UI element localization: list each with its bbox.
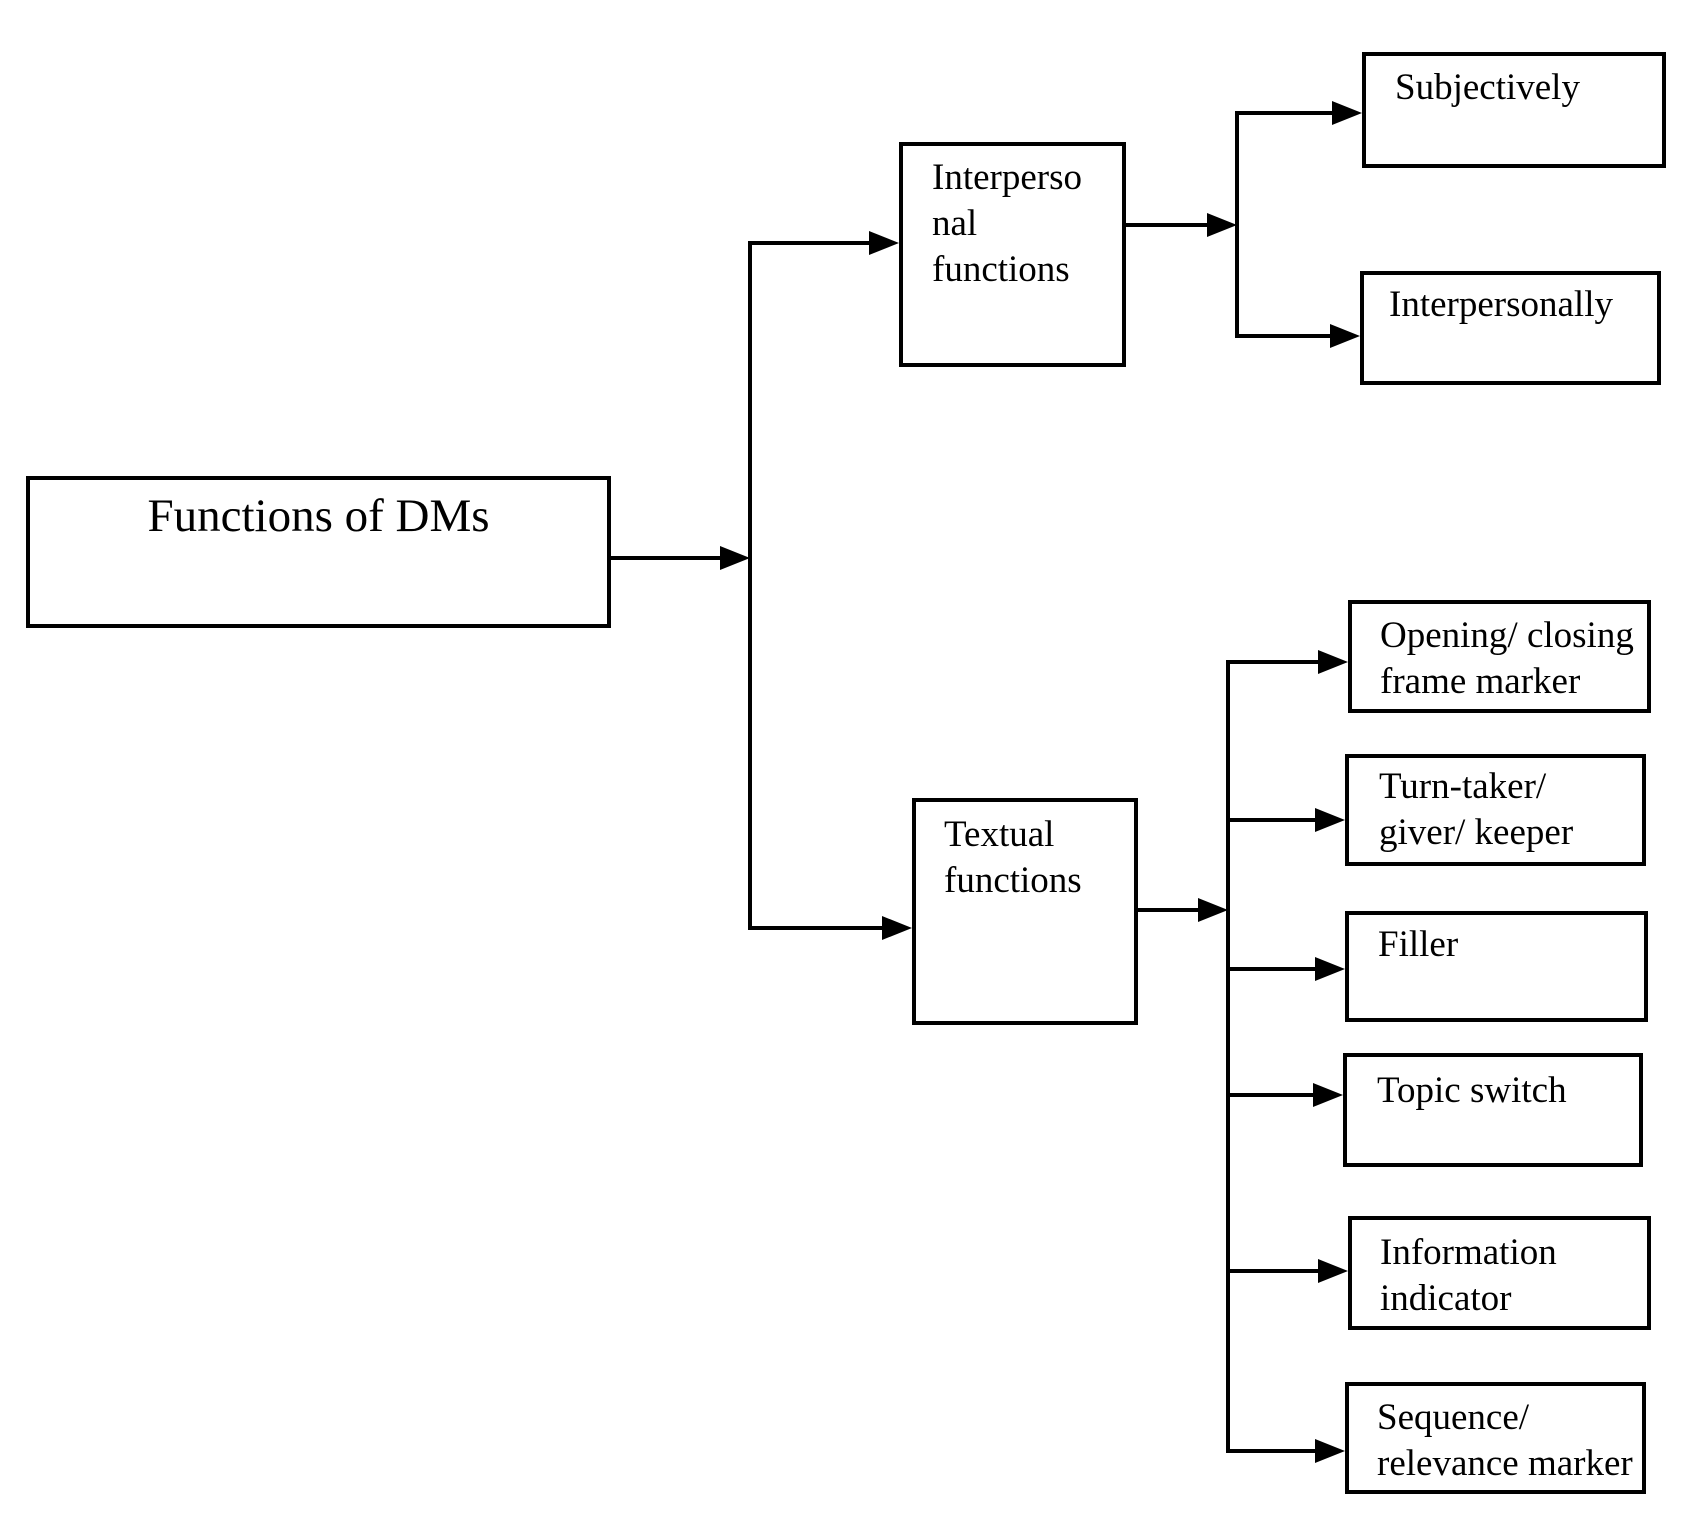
node-functions-of-dms-label: Functions of DMs	[147, 490, 490, 542]
connector-textual-to-trunk3-line	[1138, 908, 1198, 912]
connector-interpersonal-to-trunk2-arrowhead	[1207, 213, 1237, 237]
connector-trunk3-to-filler-line	[1226, 967, 1315, 971]
node-filler: Filler	[1345, 911, 1648, 1022]
connector-trunk3-to-turn-taker-line	[1226, 818, 1315, 822]
connector-trunk1-to-interpersonal-arrowhead	[869, 231, 899, 255]
connector-trunk3-to-filler-arrowhead	[1315, 957, 1345, 981]
connector-trunk1-to-textual-line	[748, 926, 882, 930]
node-sequence-relevance-marker: Sequence/ relevance marker	[1345, 1382, 1646, 1494]
connector-trunk3-to-opening-closing-line	[1226, 660, 1318, 664]
connector-trunk3-to-sequence-arrowhead	[1315, 1439, 1345, 1463]
connector-trunk3-to-information-arrowhead	[1318, 1259, 1348, 1283]
connector-trunk1-to-textual-arrowhead	[882, 916, 912, 940]
connector-trunk3-to-topic-switch-line	[1226, 1093, 1313, 1097]
connector-textual-to-trunk3-arrowhead	[1198, 898, 1228, 922]
node-interpersonal-functions: Interperso nal functions	[899, 142, 1126, 367]
node-topic-switch: Topic switch	[1343, 1053, 1643, 1167]
node-textual-functions: Textual functions	[912, 798, 1138, 1025]
node-functions-of-dms: Functions of DMs	[26, 476, 611, 628]
trunk2-vertical-line	[1235, 111, 1239, 338]
connector-trunk3-to-sequence-line	[1226, 1449, 1315, 1453]
trunk1-vertical-line	[748, 241, 752, 930]
node-subjectively: Subjectively	[1362, 52, 1666, 168]
node-topic-switch-label: Topic switch	[1377, 1070, 1567, 1111]
node-opening-closing-frame-marker-label: Opening/ closing frame marker	[1380, 615, 1634, 702]
node-interpersonally-label: Interpersonally	[1389, 284, 1613, 325]
connector-trunk2-to-subjectively-arrowhead	[1332, 101, 1362, 125]
node-filler-label: Filler	[1378, 924, 1459, 965]
node-interpersonal-functions-label: Interperso nal functions	[932, 157, 1082, 290]
connector-trunk2-to-interpersonally-line	[1235, 334, 1330, 338]
node-sequence-relevance-marker-label: Sequence/ relevance marker	[1377, 1397, 1633, 1484]
connector-trunk3-to-information-line	[1226, 1269, 1318, 1273]
connector-trunk3-to-turn-taker-arrowhead	[1315, 808, 1345, 832]
node-information-indicator-label: Information indicator	[1380, 1232, 1557, 1319]
node-turn-taker-giver-keeper: Turn-taker/ giver/ keeper	[1345, 754, 1646, 866]
connector-trunk2-to-interpersonally-arrowhead	[1330, 324, 1360, 348]
node-subjectively-label: Subjectively	[1395, 67, 1580, 108]
connector-trunk1-to-interpersonal-line	[748, 241, 869, 245]
connector-trunk3-to-topic-switch-arrowhead	[1313, 1083, 1343, 1107]
connector-root-to-trunk1-arrowhead	[720, 546, 750, 570]
node-opening-closing-frame-marker: Opening/ closing frame marker	[1348, 600, 1651, 713]
trunk3-vertical-line	[1226, 660, 1230, 1453]
node-interpersonally: Interpersonally	[1360, 271, 1661, 385]
connector-interpersonal-to-trunk2-line	[1126, 223, 1207, 227]
node-information-indicator: Information indicator	[1348, 1216, 1651, 1330]
connector-trunk2-to-subjectively-line	[1235, 111, 1332, 115]
connector-trunk3-to-opening-closing-arrowhead	[1318, 650, 1348, 674]
node-turn-taker-giver-keeper-label: Turn-taker/ giver/ keeper	[1379, 766, 1574, 853]
node-textual-functions-label: Textual functions	[944, 814, 1082, 901]
connector-root-to-trunk1-line	[611, 556, 720, 560]
